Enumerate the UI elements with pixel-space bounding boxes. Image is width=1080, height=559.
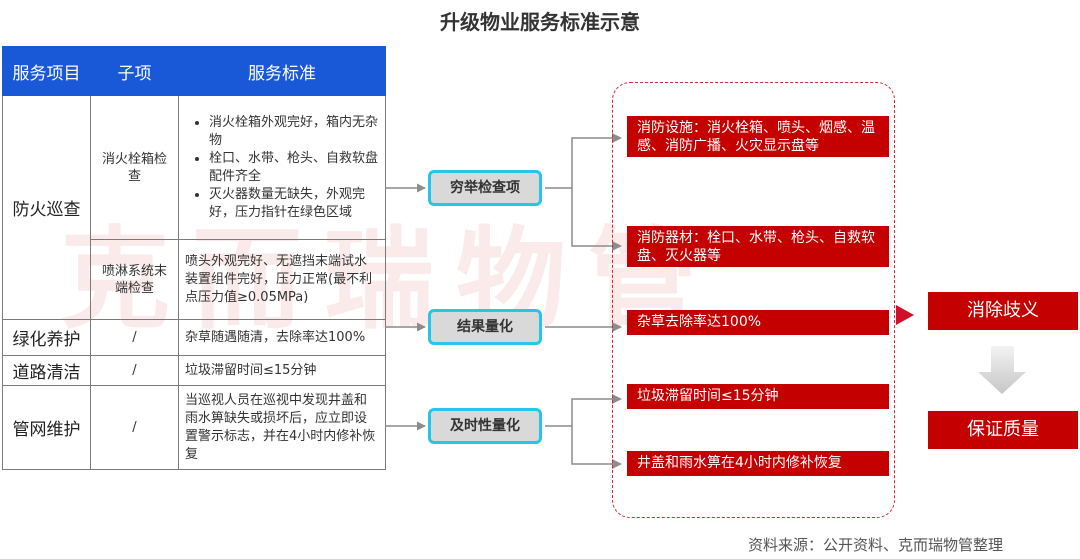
header-sub-item: 子项 [90, 46, 179, 96]
output-garbage-time: 垃圾滞留时间≤15分钟 [627, 384, 889, 409]
page-title: 升级物业服务标准示意 [440, 10, 640, 34]
down-arrow-icon [978, 346, 1026, 394]
arrowhead [612, 322, 622, 332]
branch-timeliness [545, 398, 612, 427]
method-timeliness: 及时性量化 [428, 408, 542, 444]
row-sprinkler-standard: 喷头外观完好、无遮挡末端试水装置组件完好，压力正常(最不利点压力值≥0.05MP… [178, 239, 386, 320]
row-pipe-sub: / [90, 385, 179, 470]
table-row: 喷淋系统末端检查 喷头外观完好、无遮挡末端试水装置组件完好，压力正常(最不利点压… [3, 239, 386, 320]
arrowhead [612, 133, 622, 143]
arrowhead [612, 394, 622, 404]
table-row: 管网维护 / 当巡视人员在巡视中发现井盖和雨水箅缺失或损坏后，应立即设置警示标志… [2, 385, 386, 470]
arrowhead [612, 241, 622, 251]
source-note: 资料来源：公开资料、克而瑞物管整理 [748, 536, 1004, 554]
row-pipe-item: 管网维护 [2, 385, 91, 470]
hydrant-standard-list: 消火栓箱外观完好，箱内无杂物 栓口、水带、枪头、自救软盘配件齐全 灭火器数量无缺… [185, 114, 379, 222]
method-enumerate: 穷举检查项 [428, 170, 542, 206]
branch-enumerate [545, 137, 612, 189]
table-row: 绿化养护 / 杂草随遇随清，去除率达100% [2, 319, 386, 356]
table-row: 防火巡查 消火栓箱检查 消火栓箱外观完好，箱内无杂物 栓口、水带、枪头、自救软盘… [2, 95, 386, 320]
result-ensure-quality: 保证质量 [928, 411, 1078, 449]
output-fire-equipment: 消防器材：栓口、水带、枪头、自救软盘、灭火器等 [627, 226, 889, 267]
outputs-dashed-frame [612, 82, 895, 518]
list-item: 消火栓箱外观完好，箱内无杂物 [209, 114, 379, 150]
result-eliminate-ambiguity: 消除歧义 [928, 292, 1078, 330]
row-hydrant-standard: 消火栓箱外观完好，箱内无杂物 栓口、水带、枪头、自救软盘配件齐全 灭火器数量无缺… [178, 95, 386, 240]
branch-timeliness-2 [571, 426, 612, 465]
header-standard: 服务标准 [178, 46, 386, 96]
header-service-item: 服务项目 [2, 46, 91, 96]
output-fire-facilities: 消防设施：消火栓箱、喷头、烟感、温感、消防广播、火灾显示盘等 [627, 116, 889, 157]
red-right-triangle [896, 305, 914, 325]
row-sprinkler-sub: 喷淋系统末端检查 [90, 239, 179, 320]
row-greening-sub: / [90, 319, 179, 356]
list-item: 栓口、水带、枪头、自救软盘配件齐全 [209, 150, 379, 186]
row-hydrant-sub: 消火栓箱检查 [90, 95, 179, 240]
row-fire-item: 防火巡查 [2, 95, 91, 320]
table-row: 道路清洁 / 垃圾滞留时间≤15分钟 [2, 355, 386, 386]
branch-enumerate-2 [571, 188, 612, 247]
list-item: 灭火器数量无缺失，外观完好，压力指针在绿色区域 [209, 186, 379, 222]
row-pipe-standard: 当巡视人员在巡视中发现井盖和雨水箅缺失或损坏后，应立即设置警示标志，并在4小时内… [178, 385, 386, 470]
row-greening-item: 绿化养护 [2, 319, 91, 356]
row-road-standard: 垃圾滞留时间≤15分钟 [178, 355, 386, 386]
row-road-sub: / [90, 355, 179, 386]
table-header-row: 服务项目 子项 服务标准 [2, 46, 386, 96]
row-greening-standard: 杂草随遇随清，去除率达100% [178, 319, 386, 356]
method-quantify: 结果量化 [428, 309, 542, 345]
output-manhole-repair: 井盖和雨水箅在4小时内修补恢复 [627, 451, 889, 476]
arrowhead [612, 459, 622, 469]
service-standard-table: 服务项目 子项 服务标准 防火巡查 消火栓箱检查 消火栓箱外观完好，箱内无杂物 … [2, 46, 386, 470]
output-weed-removal: 杂草去除率达100% [627, 310, 889, 335]
